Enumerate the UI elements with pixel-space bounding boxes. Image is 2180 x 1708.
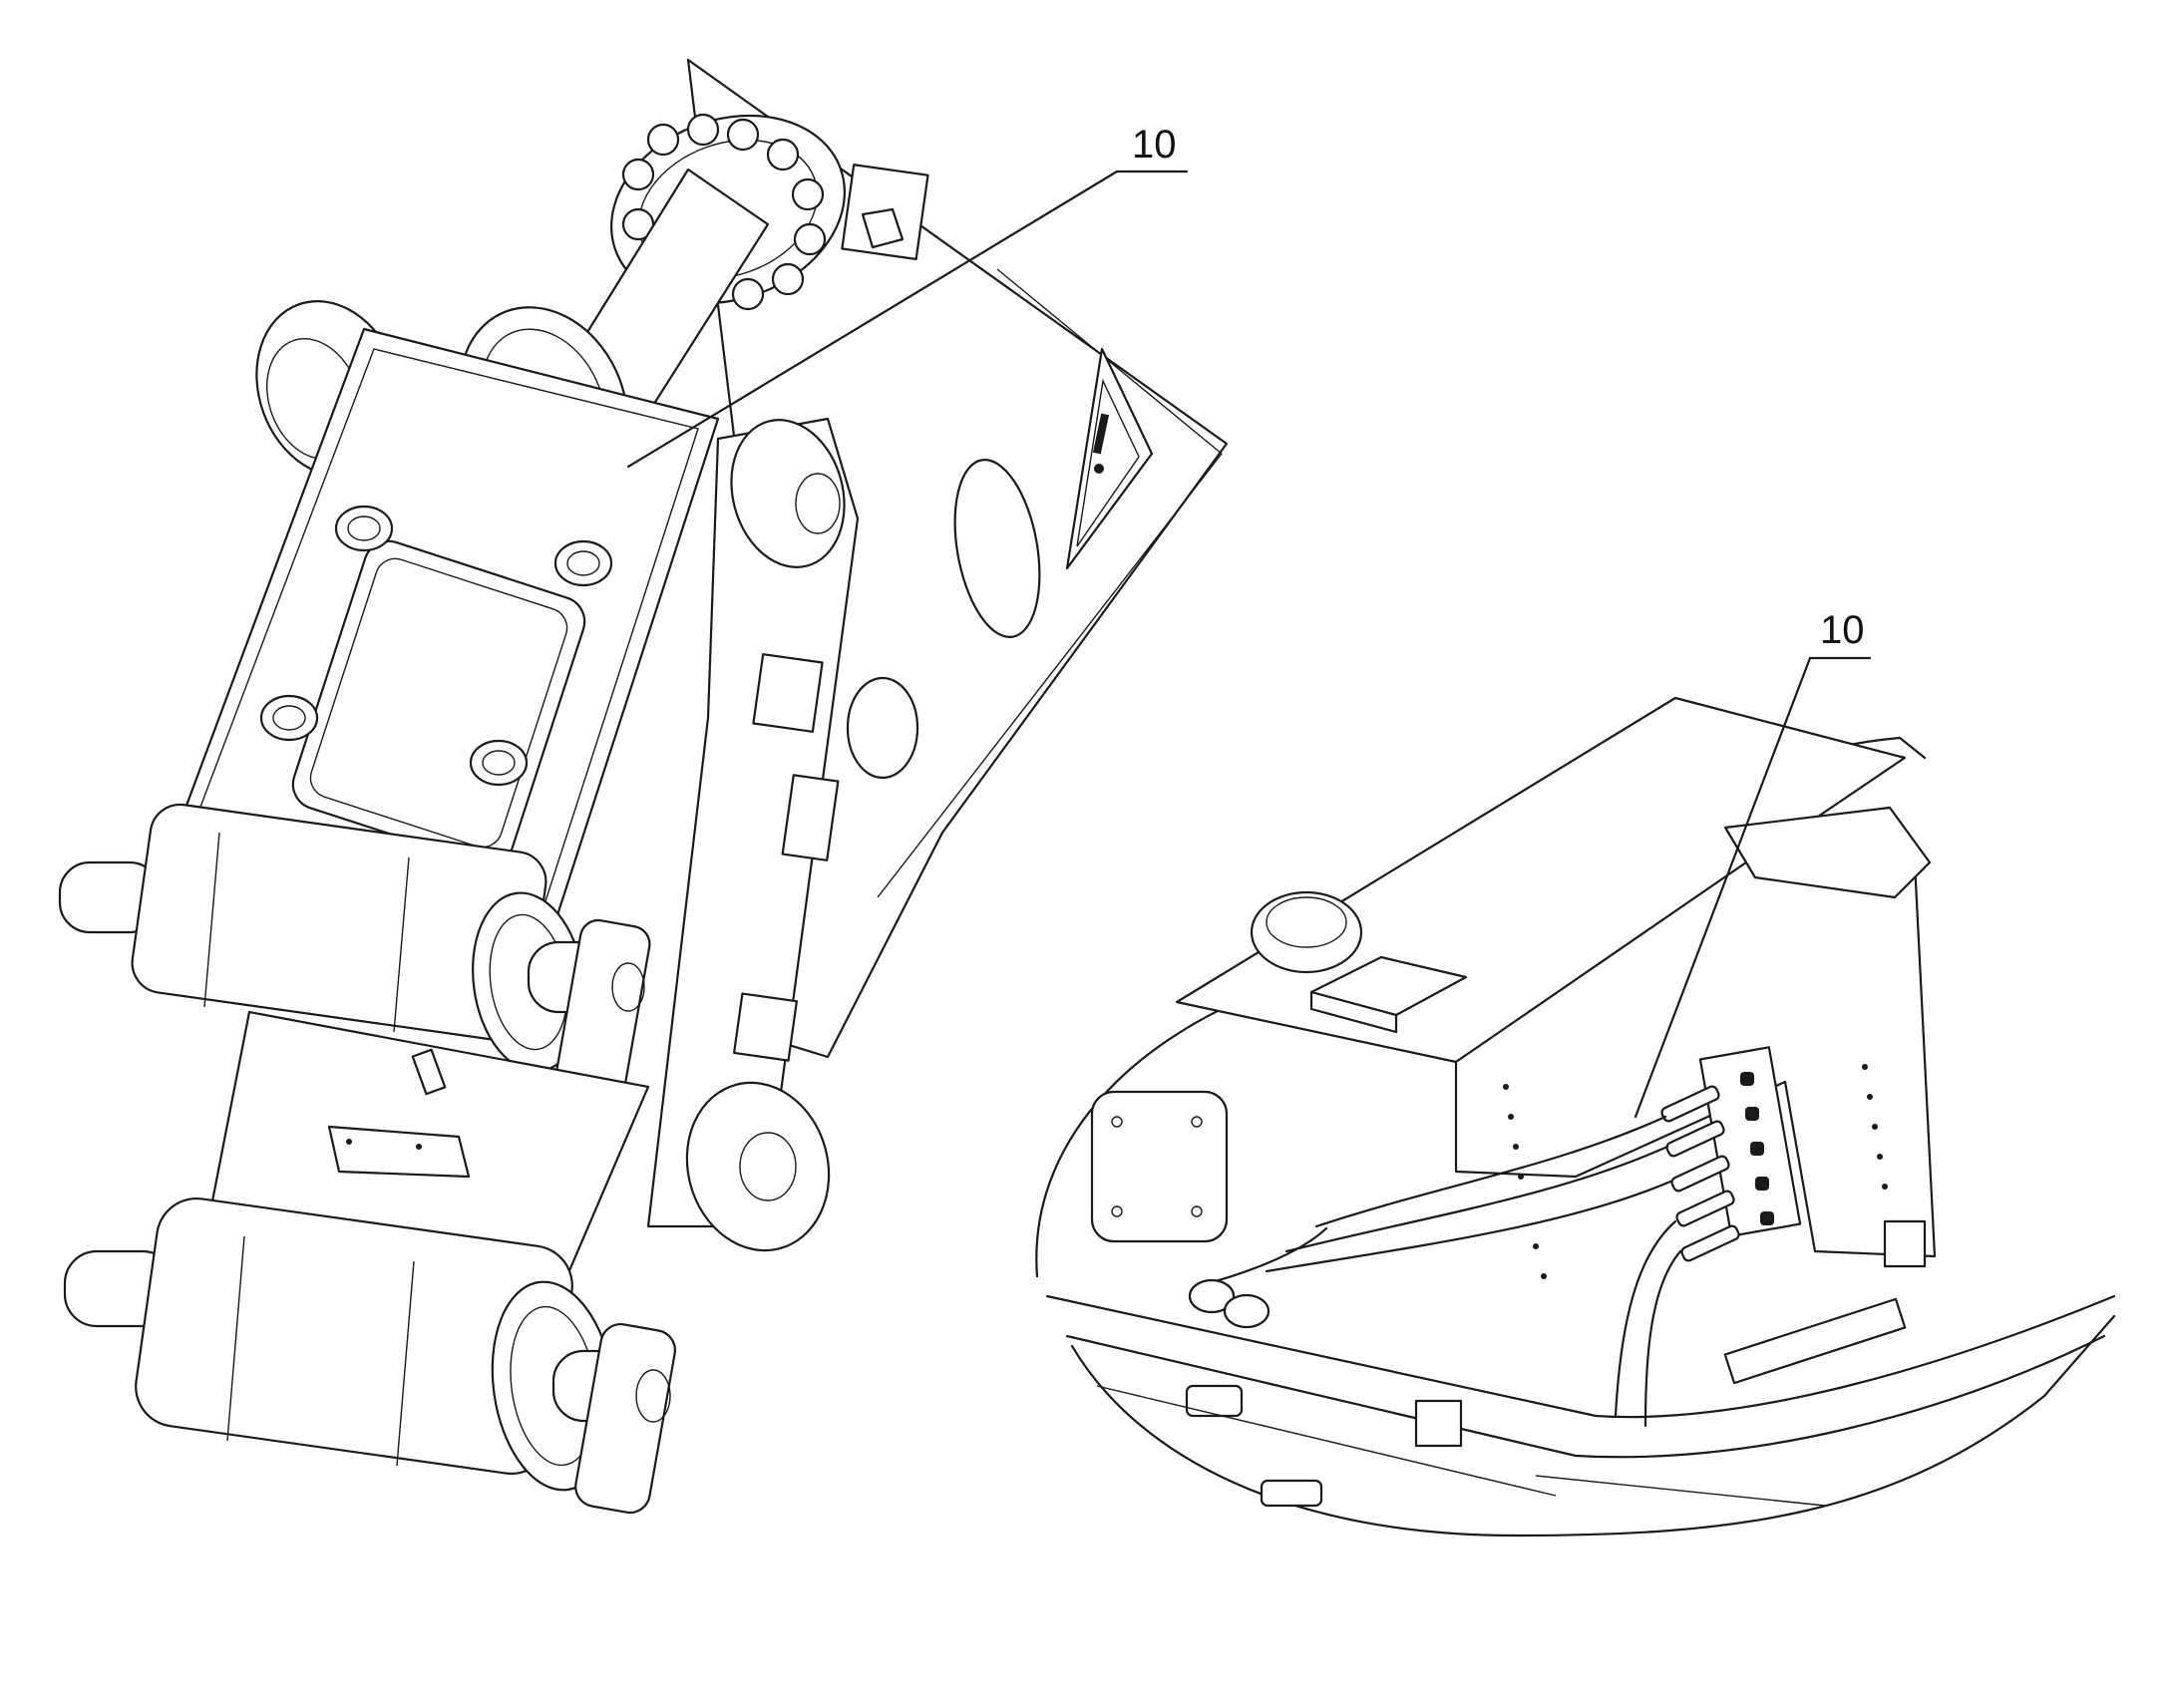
hose-clamps xyxy=(1185,1278,1323,1508)
lower-roller xyxy=(63,1196,676,1515)
hose-connector-manifold xyxy=(1660,1046,1802,1262)
lower-frame xyxy=(1045,1219,2116,1507)
plate-bolt-bosses xyxy=(259,505,613,787)
callout-right: 10 xyxy=(1634,608,1872,1119)
hydraulic-hoses xyxy=(1195,1115,1682,1428)
callout-left-label: 10 xyxy=(1132,123,1177,167)
side-panel-holes xyxy=(1503,1064,1888,1279)
callout-left: 10 xyxy=(626,123,1189,469)
upper-roller xyxy=(58,803,651,1100)
warning-triangle-exclamation-icon xyxy=(1065,347,1154,570)
filler-cap xyxy=(1250,890,1363,974)
bolted-flange xyxy=(610,113,846,311)
left-assembly-view: 10 xyxy=(58,58,1229,1515)
inspection-cover xyxy=(1090,1090,1229,1243)
callout-right-label: 10 xyxy=(1820,608,1865,652)
right-detail-view: 10 xyxy=(1035,608,2116,1537)
